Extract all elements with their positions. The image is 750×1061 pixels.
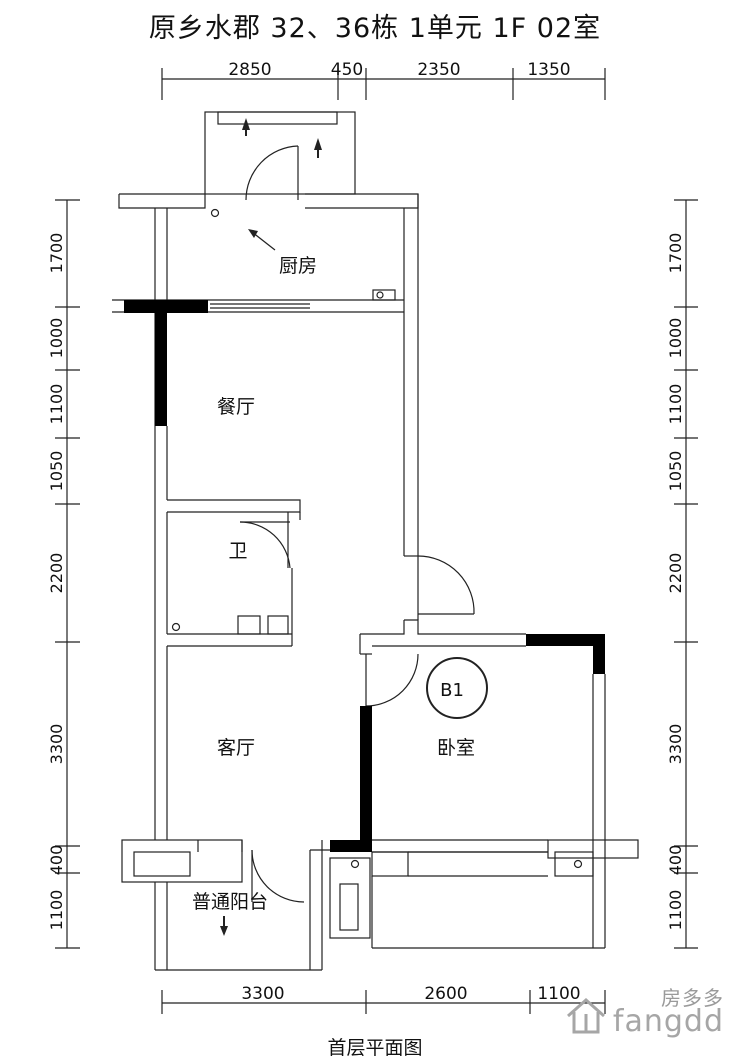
walls xyxy=(112,111,639,971)
doors xyxy=(239,145,475,903)
dim-right-8: 1100 xyxy=(666,890,685,931)
down-arrow-balcony xyxy=(220,926,228,936)
room-label-dining: 餐厅 xyxy=(217,396,255,418)
bedroom-drain xyxy=(573,859,583,869)
dim-top-3: 2350 xyxy=(417,60,460,80)
kitchen-stove xyxy=(372,289,396,301)
dim-left-2: 1000 xyxy=(47,318,66,359)
dim-left-1: 1700 xyxy=(47,233,66,274)
dim-right-2: 1000 xyxy=(666,318,685,359)
kitchen-fixture-2 xyxy=(376,291,384,299)
dim-right-1: 1700 xyxy=(666,233,685,274)
dim-ticks-right xyxy=(674,199,698,949)
utility-drain xyxy=(350,859,360,869)
dim-right-5: 2200 xyxy=(666,553,685,594)
dim-bottom-2: 2600 xyxy=(424,984,467,1004)
dim-left-7: 400 xyxy=(47,845,66,876)
dim-ticks-top xyxy=(161,68,606,100)
bath-drain xyxy=(171,622,181,632)
watermark-en: fangdd xyxy=(612,1004,724,1039)
room-label-living: 客厅 xyxy=(217,737,255,759)
watermark-cn: 房多多 xyxy=(661,986,724,1010)
dim-bottom-1: 3300 xyxy=(241,984,284,1004)
unit-tag-circle xyxy=(426,657,488,719)
up-arrow-left xyxy=(242,118,250,130)
room-label-kitchen: 厨房 xyxy=(279,255,317,277)
dim-ticks-bottom xyxy=(161,990,606,1014)
dim-bottom-3: 1100 xyxy=(537,984,580,1004)
dim-right-7: 400 xyxy=(666,845,685,876)
dim-right-6: 3300 xyxy=(666,724,685,765)
up-arrow-right xyxy=(314,138,322,150)
kitchen-fixture xyxy=(210,208,220,218)
unit-tag-label: B1 xyxy=(440,680,464,701)
entry-arrow xyxy=(251,231,276,251)
watermark: 房多多 fangdd xyxy=(564,982,724,1042)
dim-left-8: 1100 xyxy=(47,890,66,931)
dim-top-4: 1350 xyxy=(527,60,570,80)
dim-ticks-left xyxy=(55,199,80,949)
room-label-balcony: 普通阳台 xyxy=(192,891,268,913)
load-bearing-walls xyxy=(124,300,605,852)
dim-right-4: 1050 xyxy=(666,451,685,492)
house-logo-icon xyxy=(567,997,605,1034)
dim-left-5: 2200 xyxy=(47,553,66,594)
dim-left-4: 1050 xyxy=(47,451,66,492)
plan-title: 原乡水郡 32、36栋 1单元 1F 02室 xyxy=(148,13,602,44)
dim-right-3: 1100 xyxy=(666,384,685,425)
room-label-bedroom: 卧室 xyxy=(437,737,475,759)
plan-caption: 首层平面图 xyxy=(327,1037,423,1059)
room-label-bath: 卫 xyxy=(228,540,247,562)
dim-left-6: 3300 xyxy=(47,724,66,765)
dim-top-2: 450 xyxy=(331,60,363,80)
dim-left-3: 1100 xyxy=(47,384,66,425)
entry-arrowhead xyxy=(248,229,258,238)
dim-top-1: 2850 xyxy=(228,60,271,80)
